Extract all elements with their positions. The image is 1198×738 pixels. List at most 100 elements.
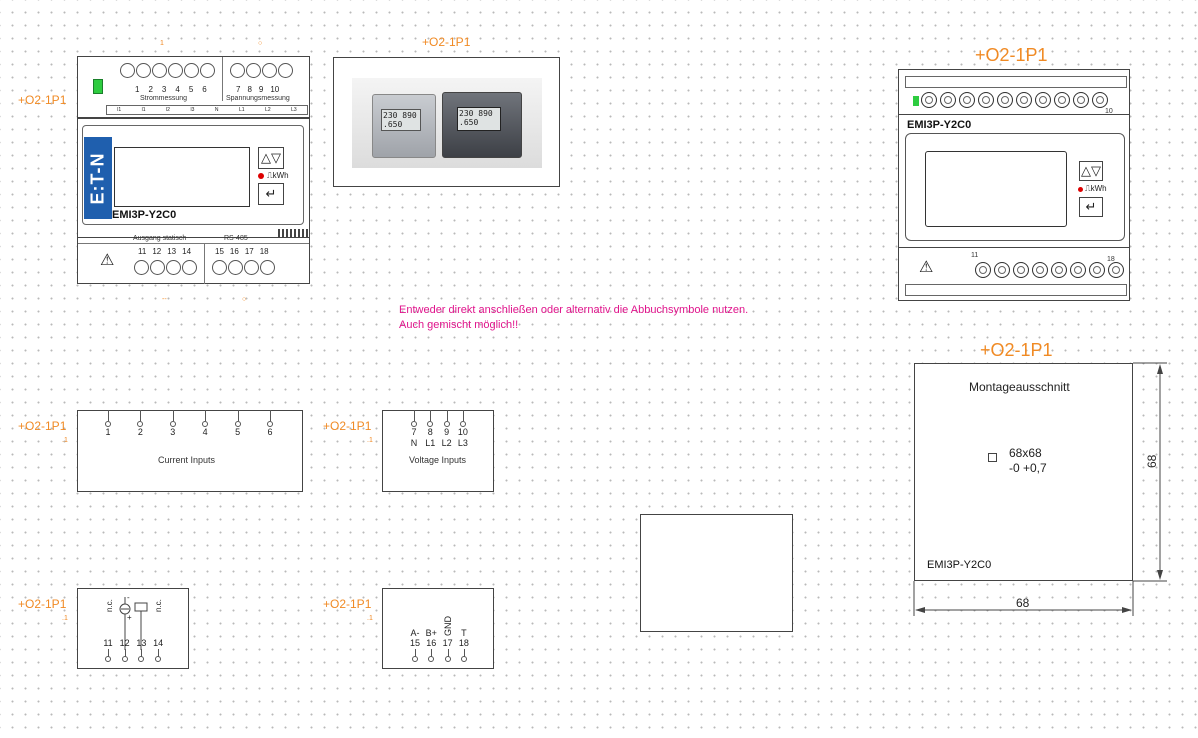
rs485-pin-line: [415, 649, 416, 657]
warning-icon: ⚠: [100, 252, 115, 269]
kwh-label: ⎍kWh: [267, 171, 289, 180]
voltage-input-pin-number: 10: [457, 427, 468, 437]
ref-label-cutout: +O2-1P1: [980, 340, 1053, 360]
voltage-input-pin-name: L2: [441, 438, 452, 448]
meter-photo-display: 230 890 .650: [381, 109, 421, 131]
current-input-pin-terminal: [234, 421, 241, 427]
current-input-pin-number: 1: [105, 427, 111, 437]
voltage-inputs-label: Voltage Inputs: [409, 455, 467, 465]
updown-button-side[interactable]: △▽: [1079, 161, 1103, 181]
voltage-input-pin-name: L1: [425, 438, 436, 448]
current-input-pin-line: [172, 410, 174, 421]
rs485-pin-number: 17: [442, 638, 453, 648]
voltage-input-pin-line: [462, 410, 464, 421]
rs485-pin-name: T: [461, 628, 467, 638]
current-input-pin-number: 4: [202, 427, 208, 437]
current-input-pin-number: 5: [235, 427, 241, 437]
rs485-pin-line: [463, 649, 465, 657]
empty-frame: [640, 514, 793, 632]
meter-face: E:T-N △▽ ⎍kWh ↵ EMI3P-Y2C0: [78, 117, 309, 238]
rs485-pin-terminal: [412, 656, 418, 662]
status-led: [93, 79, 103, 94]
current-input-pin-terminal: [105, 421, 111, 427]
bottom-rail: [905, 284, 1127, 296]
top-terminal-block-current: [78, 57, 223, 101]
meter-photo-right: 230 890 .650: [442, 92, 522, 158]
ref-label-photo: +O2-1P1: [422, 35, 471, 49]
ref-label-meter-front: +O2-1P1: [18, 93, 67, 107]
terminal-marker: 1: [160, 40, 164, 47]
current-inputs-label: Current Inputs: [158, 455, 216, 465]
meter-photo-left: 230 890 .650: [372, 94, 436, 158]
group-label-output: Ausgang statisch: [133, 235, 187, 242]
voltage-input-pin-terminal: [427, 421, 434, 427]
group-label-voltage: Spannungsmessung: [226, 95, 290, 102]
cutout-size: 68x68: [1009, 446, 1042, 460]
product-photo: 230 890 .650 230 890 .650: [333, 57, 560, 187]
rs485-block: [382, 588, 494, 669]
output-pin-terminal: [138, 656, 145, 662]
terminal-row-top: [921, 92, 1108, 108]
brand-logo: E:T-N: [84, 137, 112, 219]
rs485-pin-line: [431, 649, 433, 657]
pulse-led: [258, 173, 264, 179]
rs485-pin-name: GND: [442, 616, 453, 636]
terminal-marker: ○: [242, 296, 247, 303]
rs485-pin-line: [447, 649, 449, 657]
current-input-pin-line: [140, 410, 142, 421]
meter-face-side: EMI3P-Y2C0 △▽ ⎍kWh ↵: [899, 114, 1129, 248]
ref-label-rs485: +O2-1P1: [323, 597, 372, 611]
terminal-row-output: [134, 260, 197, 275]
output-block: [77, 588, 189, 669]
enter-button[interactable]: ↵: [258, 183, 284, 205]
output-pin-line: [124, 649, 126, 657]
updown-button[interactable]: △▽: [258, 147, 284, 169]
rs485-pin-terminal: [460, 656, 467, 662]
output-pin-number: 12: [119, 638, 130, 648]
terminal-marker: --: [162, 296, 167, 303]
rs485-pin-number: 18: [458, 638, 469, 648]
output-pin-terminal: [121, 656, 128, 662]
warning-icon-side: ⚠: [919, 259, 934, 276]
cutout-dim-horizontal: 68: [1016, 596, 1030, 610]
output-pin-line: [108, 649, 109, 657]
voltage-input-pin-line: [446, 410, 448, 421]
mounting-cutout: Montageausschnitt 68x68 -0 +0,7 EMI3P-Y2…: [914, 363, 1133, 581]
meter-side-view[interactable]: 10 EMI3P-Y2C0 △▽ ⎍kWh ↵ 11 ⚠ 18: [898, 69, 1130, 301]
cutout-square-icon: [988, 453, 997, 462]
voltage-input-pin-line: [430, 410, 432, 421]
terminal-row-bottom: [975, 262, 1124, 278]
sub-label: .1: [62, 615, 68, 622]
rs485-pin-name: A-: [410, 628, 420, 638]
terminal-number-18: 18: [1107, 256, 1115, 263]
voltage-input-pin-name: L3: [457, 438, 468, 448]
voltage-input-pin-number: 9: [444, 427, 450, 437]
voltage-inputs-block: Voltage Inputs: [382, 410, 494, 492]
model-label-side: EMI3P-Y2C0: [907, 119, 972, 131]
group-label-current: Strommessung: [140, 95, 188, 102]
current-input-pin-terminal: [169, 421, 176, 427]
terminal-number-11: 11: [971, 252, 979, 259]
enter-button-side[interactable]: ↵: [1079, 197, 1103, 217]
status-led: [913, 96, 919, 106]
rs485-pin-name: B+: [425, 628, 437, 638]
cutout-tolerance: -0 +0,7: [1009, 461, 1047, 475]
vent-grille: [278, 229, 308, 237]
lcd-display: [114, 147, 250, 207]
current-input-pin-number: 6: [267, 427, 273, 437]
meter-bezel-side: [905, 133, 1125, 241]
pulse-led-side: [1078, 187, 1083, 192]
meter-bezel: [82, 125, 304, 225]
current-input-pin-line: [237, 410, 239, 421]
current-input-pin-terminal: [137, 421, 144, 427]
lcd-display-side: [925, 151, 1067, 227]
current-input-pin-number: 2: [137, 427, 143, 437]
output-pin-number: 14: [153, 638, 164, 648]
terminal-row-voltage: [230, 63, 293, 78]
